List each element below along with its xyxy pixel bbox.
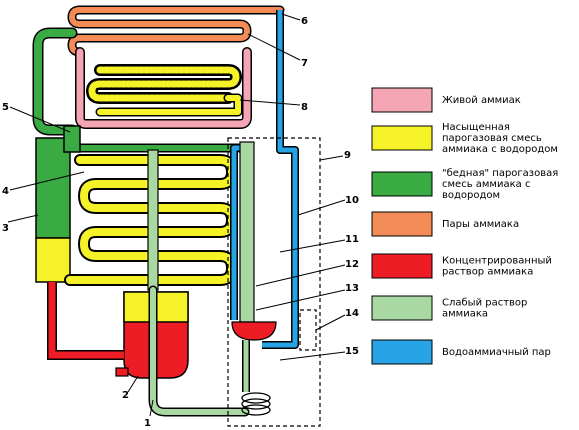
callout-15: 15 [345,346,359,357]
condenser-coil [67,5,285,57]
callout-13: 13 [345,283,359,294]
callout-3: 3 [2,223,9,234]
callout-8: 8 [301,102,308,113]
callout-5: 5 [2,102,9,113]
legend-label-6-line-2: аммиака [442,309,488,320]
generator [231,141,277,416]
legend-swatch-2 [371,125,433,151]
callout-1: 1 [144,418,151,429]
callout-2: 2 [122,390,129,401]
legend-label-6-line-1: Слабый раствор [442,298,527,309]
callout-6: 6 [301,16,308,27]
legend-swatch-6 [371,295,433,321]
legend-label-5-line-1: Концентрированный [442,256,552,267]
live-ammonia-loop [75,47,252,129]
callout-14: 14 [345,308,359,319]
absorber-vessel [35,125,81,283]
callout-numbers: 1 2 3 4 5 6 7 8 9 10 11 12 13 14 15 [2,16,359,429]
conc-solution-pipe [47,282,124,360]
callout-7: 7 [301,58,308,69]
legend-swatch-7 [371,339,433,365]
legend-label-3-line-1: "бедная" парогазовая [442,168,558,179]
legend-swatch-5 [371,253,433,279]
legend-swatch-3 [371,171,433,197]
legend-label-1-line-1: Живой аммиак [442,95,521,106]
legend-label-2-line-3: аммиака с водородом [442,144,558,155]
poor-mix-pipe [32,27,253,153]
legend-label-3-line-2: смесь аммиака с [442,179,530,190]
callout-10: 10 [345,195,359,206]
legend-label-2-line-1: Насыщенная [442,122,510,133]
legend-label-3-line-3: водородом [442,190,500,201]
legend-swatch-1 [371,87,433,113]
callout-11: 11 [345,234,359,245]
central-riser [147,149,159,291]
condenser-tube [69,7,283,55]
legend-label-2-line-2: парогазовая смесь [442,133,542,144]
callout-lines [7,13,346,417]
legend-label-7-line-1: Водоаммиачный пар [442,347,551,358]
callout-9: 9 [344,150,351,161]
reservoir [115,291,189,379]
callout-12: 12 [345,259,359,270]
evaporator-coil [86,64,243,117]
legend-label-5-line-2: раствор аммиака [442,267,533,278]
callout-4: 4 [2,186,9,197]
legend-swatch-4 [371,211,433,237]
legend-label-4-line-1: Пары аммиака [442,219,519,230]
